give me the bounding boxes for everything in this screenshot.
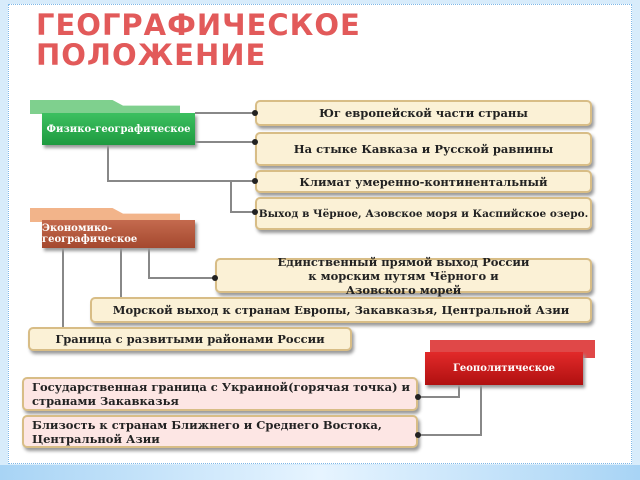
physical-item: На стыке Кавказа и Русской равнины: [255, 132, 592, 166]
connector-dot: [212, 275, 218, 281]
connector: [148, 277, 217, 279]
category-geopolitical: Геополитическое: [425, 352, 583, 385]
connector: [120, 246, 122, 306]
connector: [62, 246, 64, 330]
connector: [107, 180, 257, 182]
connector: [458, 385, 460, 397]
connector: [195, 112, 257, 114]
connector: [107, 145, 109, 181]
physical-item: Юг европейской части страны: [255, 100, 592, 126]
economic-item: Единственный прямой выход России к морск…: [215, 255, 592, 297]
economic-item: Граница с развитыми районами России: [28, 327, 352, 351]
connector-dot: [415, 394, 421, 400]
connector: [480, 385, 482, 435]
connector: [148, 246, 150, 278]
geopolitical-item: Государственная граница с Украиной(горяч…: [22, 377, 418, 411]
bottom-strip: [0, 465, 640, 480]
connector: [418, 434, 482, 436]
connector-dot: [252, 178, 258, 184]
title-line1: ГЕОГРАФИЧЕСКОЕ: [36, 8, 361, 42]
category-physical: Физико-географическое: [42, 113, 195, 145]
connector-dot: [252, 110, 258, 116]
connector-dot: [252, 139, 258, 145]
physical-item: Климат умеренно-континентальный: [255, 170, 592, 193]
connector-dot: [415, 432, 421, 438]
title-line2: ПОЛОЖЕНИЕ: [36, 38, 267, 72]
physical-item: Выход в Чёрное, Азовское моря и Каспийск…: [255, 197, 592, 230]
connector: [230, 180, 232, 212]
connector-dot: [252, 209, 258, 215]
category-economic: Экономико-географическое: [42, 220, 195, 248]
geopolitical-item: Близость к странам Ближнего и Среднего В…: [22, 415, 418, 448]
economic-item: Морской выход к странам Европы, Закавказ…: [90, 297, 592, 323]
connector: [195, 141, 257, 143]
connector: [230, 211, 257, 213]
connector: [418, 396, 460, 398]
